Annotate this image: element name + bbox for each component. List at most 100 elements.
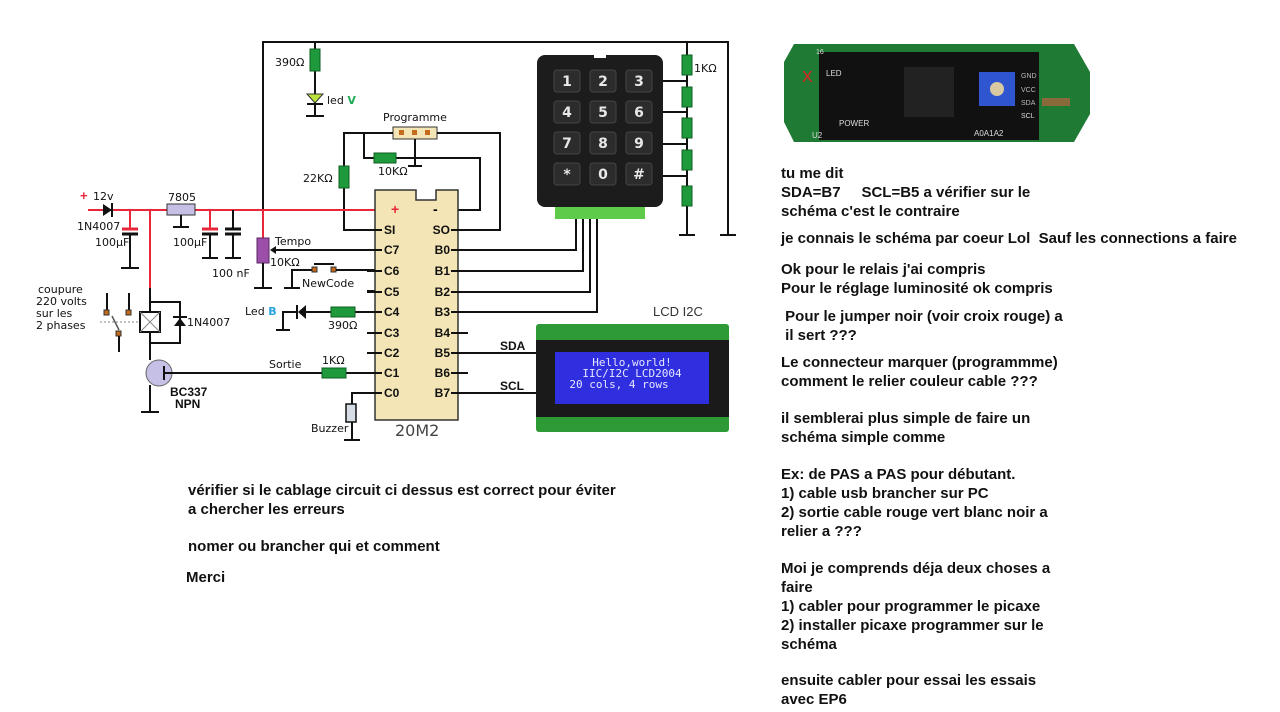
resistor-label: 1KΩ [322,354,345,367]
i2c-board-photo: X LED POWER U2 16 A0A1A2 GND VCC SDA SCL [784,44,1090,142]
keypad-resistors [663,54,693,207]
resistor-label: 10KΩ [378,165,408,178]
keypad-key[interactable] [589,100,617,124]
lcd-line: IIC/I2C LCD2004 [582,367,682,380]
keypad-key-label: 3 [634,74,644,90]
note-right: ensuite cabler pour essai les essais ave… [781,672,1037,708]
pin-silk: SDA [1021,100,1036,107]
chip-minus: - [433,201,438,217]
keypad-key[interactable] [589,69,617,93]
lcd-line: Hello,world! [592,356,671,369]
led-b-letter: B [268,305,276,318]
keypad-key[interactable] [553,69,581,93]
chip-pin-c0: C0 [384,386,400,400]
chip-pin-si: SI [384,223,395,237]
wire [149,288,181,344]
chip-pin-c4: C4 [384,305,400,319]
note-right: Ok pour le relais j'ai compris Pour le r… [781,261,1053,297]
chip-pin-b2: B2 [435,285,451,299]
contact-icon [103,309,110,316]
wire [291,269,312,288]
note-right: il semblerai plus simple de faire un sch… [781,410,1031,446]
note-right: Le connecteur marquer (programmme) comme… [781,354,1058,390]
tempo-value: 10KΩ [270,256,300,269]
transistor-type: NPN [175,397,200,411]
wire [458,215,584,272]
contact-icon [125,309,132,316]
keypad-key[interactable] [589,131,617,155]
keypad-key[interactable] [553,162,581,186]
keypad-key[interactable] [625,131,653,155]
keypad-key[interactable] [553,100,581,124]
keypad-key-label: # [633,167,645,183]
keypad-key-label: 2 [598,74,608,90]
button-pin [311,266,318,273]
note-right: tu me dit SDA=B7 SCL=B5 a vérifier sur l… [781,165,1031,220]
resistor-1k-sortie [321,367,347,379]
keypad-key[interactable] [625,100,653,124]
led-v-icon [305,93,325,104]
pot-screw [990,82,1004,96]
lcd-screen [555,352,709,404]
relay-caption: 2 phases [36,319,86,332]
resistor-label: 390Ω [275,56,304,69]
chip-pin-c7: C7 [384,243,400,257]
resistor-label: 390Ω [328,319,357,332]
led-v-letter: V [347,94,356,107]
diode-label: 1N4007 [77,220,120,233]
keypad-key[interactable] [625,162,653,186]
keypad-key-label: 0 [598,167,608,183]
flyback-diode-icon [174,318,186,326]
chip-pin-so: SO [433,223,450,237]
resistor-1k [681,117,693,139]
chip-pin-b4: B4 [435,326,451,340]
potentiometer-tempo [256,237,270,264]
wire [458,215,577,251]
keypad-notch [594,52,606,58]
regulator-7805 [166,203,196,216]
wire [458,215,591,293]
sortie-label: Sortie [269,358,302,371]
pin-silk: VCC [1021,87,1036,94]
resistor-1k [681,54,693,76]
resistor-1k [681,86,693,108]
resistor-390-ledb [330,306,356,318]
keypad-key-label: 5 [598,105,608,121]
cap-label: 100µF [173,236,207,249]
keypad-key[interactable] [589,162,617,186]
led-b-icon [298,305,306,319]
keypad-key-label: 8 [598,136,608,152]
note-merci: Merci [186,569,226,586]
chip-pin-b7: B7 [435,386,451,400]
diode-icon [103,204,112,216]
chip-pin-c6: C6 [384,264,400,278]
scl-label: SCL [500,379,524,393]
pin-silk: GND [1021,73,1037,80]
chip-pin-b0: B0 [435,243,451,257]
chip-pin-b1: B1 [435,264,451,278]
contact-icon [115,330,122,337]
regulator-label: 7805 [168,191,196,204]
wire [282,311,297,330]
connector-pin [399,130,404,135]
led-b-label: Led [245,305,268,318]
keypad-key-label: 7 [562,136,572,152]
arrow-icon [270,246,276,254]
keypad-key[interactable] [553,131,581,155]
pin-silk: SCL [1021,113,1035,120]
relay-coil-icon [139,311,161,333]
chip-pin-b6: B6 [435,366,451,380]
connector-pin [425,130,430,135]
note-right: je connais le schéma par coeur Lol Sauf … [781,230,1237,247]
top-wire [262,41,729,235]
button-pin [330,266,337,273]
buzzer-icon [345,403,357,423]
wire [363,133,481,211]
note-right: Moi je comprends déja deux choses a fair… [781,560,1051,653]
plus-sign: + [80,188,88,203]
keypad-key[interactable] [625,69,653,93]
resistor-label: 22KΩ [303,172,333,185]
u2-silk: U2 [812,131,823,140]
power-silk: POWER [839,119,869,128]
